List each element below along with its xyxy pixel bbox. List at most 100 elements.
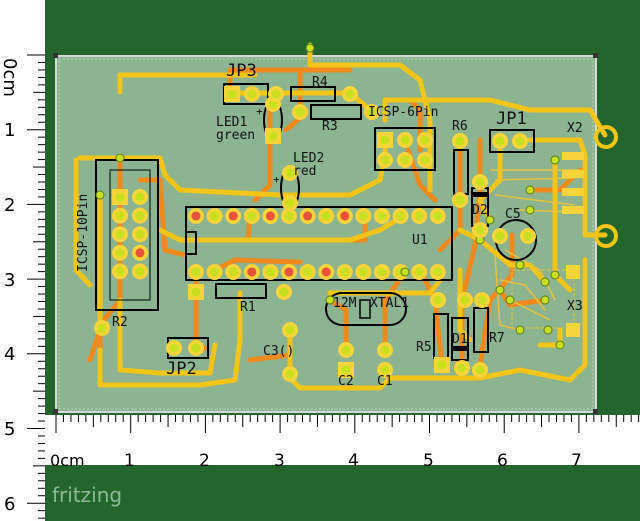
label-jp3: JP3 (226, 61, 257, 81)
label-xtal1: XTAL1 (370, 296, 409, 311)
pad-hole (284, 211, 294, 221)
label-r4: R4 (312, 75, 328, 90)
pad-hole (420, 135, 430, 145)
pad-hole (228, 211, 238, 221)
pad-hole (455, 195, 465, 205)
pad-hole (400, 135, 410, 145)
bottom-ruler-label-7: 7 (571, 451, 582, 471)
via (543, 325, 553, 335)
xtal1-core (359, 299, 371, 319)
vias (95, 43, 565, 350)
bottom-ruler-ticks (55, 415, 640, 433)
pad-hole (420, 155, 430, 165)
label-c2: C2 (338, 374, 354, 389)
pad-hole (396, 211, 406, 221)
label-r6: R6 (452, 119, 468, 134)
pad-hole (247, 89, 257, 99)
label-c5: C5 (505, 207, 521, 222)
pad-hole (191, 287, 201, 297)
pad-hole (345, 89, 355, 99)
selection-handle-tr[interactable] (593, 53, 598, 58)
pad-hole (115, 266, 125, 276)
bottom-ruler-label-4: 4 (348, 451, 359, 471)
pad-hole (191, 211, 201, 221)
left-ruler-label-3: 3 (4, 270, 15, 291)
pad-hole (247, 211, 257, 221)
bottom-ruler-label-0: 0cm (50, 451, 85, 470)
selection-handle-tl[interactable] (53, 53, 58, 58)
bottom-ruler-label-1: 1 (124, 451, 135, 471)
label-c1: C1 (377, 374, 393, 389)
via (495, 285, 505, 295)
label-x3: X3 (567, 299, 583, 314)
via (540, 277, 550, 287)
pad-hole (380, 155, 390, 165)
icsp10-outline[interactable] (95, 159, 159, 311)
pad-hole (210, 211, 220, 221)
top-traces (73, 42, 608, 391)
r4-body[interactable] (290, 86, 336, 102)
r7-body[interactable] (473, 307, 489, 353)
pad-hole (115, 211, 125, 221)
pad-hole (115, 229, 125, 239)
pad-hole (135, 229, 145, 239)
label-x2: X2 (567, 121, 583, 136)
label-led2-color: red (293, 164, 316, 179)
pad-hole (265, 267, 275, 277)
xtal1-outline[interactable] (325, 292, 407, 326)
pad-hole (475, 177, 485, 187)
via (515, 260, 525, 270)
left-ruler-label-6: 6 (4, 494, 15, 515)
bottom-ruler-label-2: 2 (199, 451, 210, 471)
pad-hole (295, 107, 305, 117)
pad-hole (340, 211, 350, 221)
pad-hole (475, 365, 485, 375)
pad-hole (437, 360, 447, 370)
left-ruler-label-0: 0cm (0, 58, 20, 97)
left-ruler-label-2: 2 (4, 195, 15, 216)
d1-body[interactable] (451, 317, 469, 361)
r1-body[interactable] (215, 283, 267, 299)
pad-hole (135, 211, 145, 221)
pad-hole (115, 192, 125, 202)
via (515, 325, 525, 335)
selection-handle-bl[interactable] (53, 409, 58, 414)
pad-hole (265, 211, 275, 221)
pad-hole (455, 136, 465, 146)
u1-pads (188, 208, 446, 280)
thin-traces (490, 169, 586, 331)
icsp6-outline[interactable] (374, 127, 436, 171)
left-ruler-label-5: 5 (4, 419, 15, 440)
x2-pads (562, 152, 584, 214)
bottom-ruler-label-6: 6 (497, 451, 508, 471)
label-r5: R5 (416, 340, 432, 355)
label-jp1: JP1 (496, 109, 527, 129)
label-r2: R2 (112, 315, 128, 330)
label-d1: D1 (452, 332, 468, 347)
selection-handle-br[interactable] (593, 409, 598, 414)
label-icsp6: ICSP-6Pin (368, 105, 438, 120)
u1-notch (185, 231, 197, 255)
jp1-outline[interactable] (489, 129, 535, 153)
pad-hole (523, 231, 533, 241)
x3-pad-top (566, 265, 580, 279)
pad-hole (228, 267, 238, 277)
via (525, 185, 535, 195)
pad-hole (414, 211, 424, 221)
via (485, 215, 495, 225)
pad-hole (303, 211, 313, 221)
label-r7: R7 (489, 331, 505, 346)
pad-hole (433, 267, 443, 277)
pad-hole (303, 267, 313, 277)
pad-hole (380, 365, 390, 375)
label-c3: C3() (263, 344, 294, 359)
led2-plus: + (273, 173, 280, 186)
r3-body[interactable] (310, 104, 362, 120)
pad-hole (285, 168, 295, 178)
left-ruler (0, 0, 45, 521)
pad-hole (247, 267, 257, 277)
pad-hole (279, 287, 289, 297)
through-hole-pads (94, 86, 536, 382)
